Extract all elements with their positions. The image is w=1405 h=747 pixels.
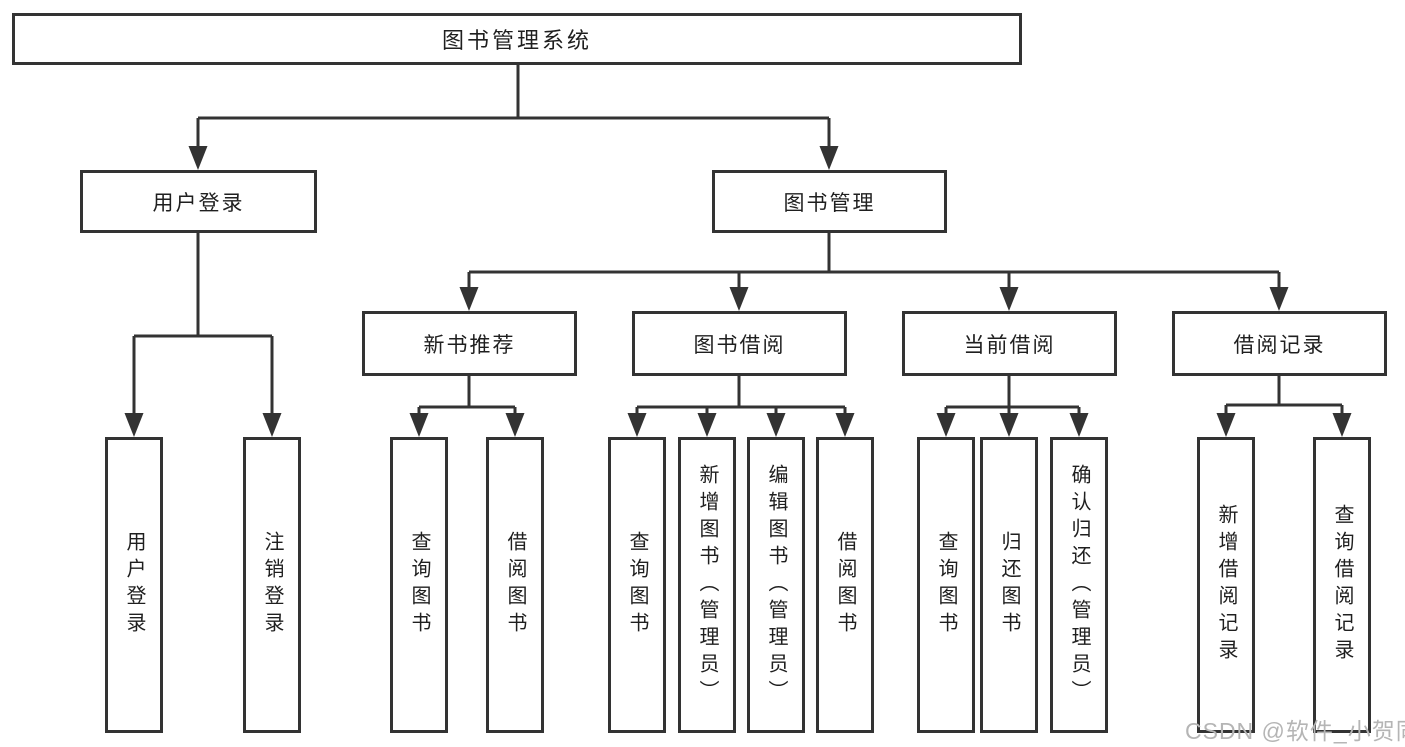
- node-label: 图书借阅: [693, 333, 786, 357]
- node-root: 图书管理系统: [12, 13, 1022, 65]
- leaf-return-books: 归还图书: [980, 437, 1038, 733]
- node-current-borrow: 当前借阅: [902, 311, 1117, 376]
- node-label: 注销登录: [261, 531, 283, 639]
- node-book-management: 图书管理: [712, 170, 947, 233]
- node-borrow-record: 借阅记录: [1172, 311, 1387, 376]
- leaf-query-borrow-record: 查询借阅记录: [1313, 437, 1371, 733]
- leaf-borrow-books: 借阅图书: [486, 437, 544, 733]
- leaf-borrow-books: 借阅图书: [816, 437, 874, 733]
- node-label: 新增图书（管理员）: [696, 463, 718, 707]
- node-label: 图书管理系统: [441, 28, 592, 53]
- node-label: 新增借阅记录: [1215, 504, 1237, 666]
- node-label: 查询图书: [408, 531, 430, 639]
- node-label: 借阅图书: [834, 531, 856, 639]
- leaf-query-books: 查询图书: [608, 437, 666, 733]
- node-label: 归还图书: [998, 531, 1020, 639]
- leaf-query-books: 查询图书: [917, 437, 975, 733]
- node-label: 图书管理: [783, 191, 876, 215]
- node-user-login: 用户登录: [80, 170, 317, 233]
- leaf-query-books: 查询图书: [390, 437, 448, 733]
- leaf-add-books-admin: 新增图书（管理员）: [678, 437, 736, 733]
- leaf-confirm-return-admin: 确认归还（管理员）: [1050, 437, 1108, 733]
- node-label: 借阅图书: [504, 531, 526, 639]
- leaf-edit-books-admin: 编辑图书（管理员）: [747, 437, 805, 733]
- node-new-book-recommend: 新书推荐: [362, 311, 577, 376]
- node-label: 用户登录: [152, 191, 245, 215]
- node-label: 查询借阅记录: [1331, 504, 1353, 666]
- node-label: 用户登录: [123, 531, 145, 639]
- node-label: 当前借阅: [963, 333, 1056, 357]
- node-label: 确认归还（管理员）: [1068, 463, 1090, 707]
- node-label: 查询图书: [935, 531, 957, 639]
- node-label: 借阅记录: [1233, 333, 1326, 357]
- node-label: 编辑图书（管理员）: [765, 463, 787, 707]
- csdn-watermark: CSDN @软件_小贺同学: [1185, 718, 1405, 744]
- node-label: 查询图书: [626, 531, 648, 639]
- leaf-add-borrow-record: 新增借阅记录: [1197, 437, 1255, 733]
- leaf-user-login: 用户登录: [105, 437, 163, 733]
- node-book-borrow: 图书借阅: [632, 311, 847, 376]
- node-label: 新书推荐: [423, 333, 516, 357]
- leaf-logout: 注销登录: [243, 437, 301, 733]
